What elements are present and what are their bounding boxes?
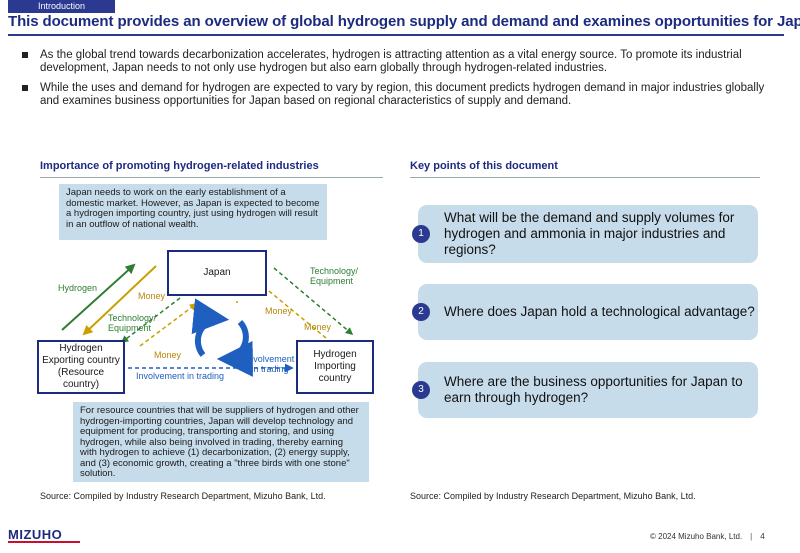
top-callout: Japan needs to work on the early establi… — [59, 184, 327, 240]
exporting-country-box: Hydrogen Exporting country (Resource cou… — [37, 340, 125, 394]
bullet-item: As the global trend towards decarbonizat… — [20, 49, 780, 75]
cycle-arrow — [216, 319, 253, 377]
right-section-heading: Key points of this document — [410, 160, 558, 172]
hydrogen-label: Hydrogen — [58, 283, 98, 293]
tech-equipment-label: Technology/ Equipment — [108, 313, 157, 333]
bullet-item: While the uses and demand for hydrogen a… — [20, 82, 780, 108]
section-tag: Introduction — [8, 0, 115, 13]
key-point-number: 3 — [412, 381, 430, 399]
left-section-rule — [40, 177, 383, 178]
involvement-label: Involvement in trading — [136, 371, 225, 381]
money-arrow — [139, 303, 198, 347]
right-source: Source: Compiled by Industry Research De… — [410, 491, 696, 501]
intro-bullets: As the global trend towards decarbonizat… — [20, 49, 780, 115]
key-point-text: Where does Japan hold a technological ad… — [444, 304, 755, 319]
bullet-square-icon — [22, 52, 28, 58]
footer-separator: | — [750, 532, 753, 541]
involvement-label: Involvement in trading — [245, 354, 295, 374]
money-label: Money — [304, 322, 332, 332]
money-arrow — [256, 281, 327, 339]
page-number: 4 — [760, 532, 765, 541]
key-point-number: 2 — [412, 303, 430, 321]
japan-box: Japan — [167, 250, 267, 296]
key-point-text: Where are the business opportunities for… — [444, 374, 743, 405]
cycle-arrow — [191, 298, 230, 357]
money-arrow — [82, 265, 157, 336]
importing-country-box: Hydrogen Importing country — [296, 340, 374, 394]
key-point-number: 1 — [412, 225, 430, 243]
hydrogen-arrow — [61, 263, 136, 331]
logo-accent-bar — [8, 541, 80, 543]
left-section-heading: Importance of promoting hydrogen-related… — [40, 160, 319, 172]
money-label: Money — [138, 291, 166, 301]
tech-equip-arrow — [120, 297, 181, 343]
key-point-2: 2 Where does Japan hold a technological … — [412, 284, 758, 340]
page-title: This document provides an overview of gl… — [8, 13, 800, 30]
right-section-rule — [410, 177, 760, 178]
bullet-square-icon — [22, 85, 28, 91]
footer: © 2024 Mizuho Bank, Ltd. | 4 — [650, 532, 765, 541]
key-point-3: 3 Where are the business opportunities f… — [412, 362, 758, 418]
mizuho-logo: MIZUHO — [8, 527, 63, 542]
copyright: © 2024 Mizuho Bank, Ltd. — [650, 532, 743, 541]
bottom-callout: For resource countries that will be supp… — [73, 402, 369, 482]
title-rule — [8, 34, 784, 36]
tech-equipment-label: Technology/ Equipment — [310, 266, 359, 286]
money-label: Money — [154, 350, 182, 360]
key-point-text: What will be the demand and supply volum… — [444, 210, 735, 257]
money-label: Money — [265, 306, 293, 316]
key-point-1: 1 What will be the demand and supply vol… — [412, 205, 758, 263]
tech-equip-arrow — [273, 267, 354, 335]
left-source: Source: Compiled by Industry Research De… — [40, 491, 326, 501]
